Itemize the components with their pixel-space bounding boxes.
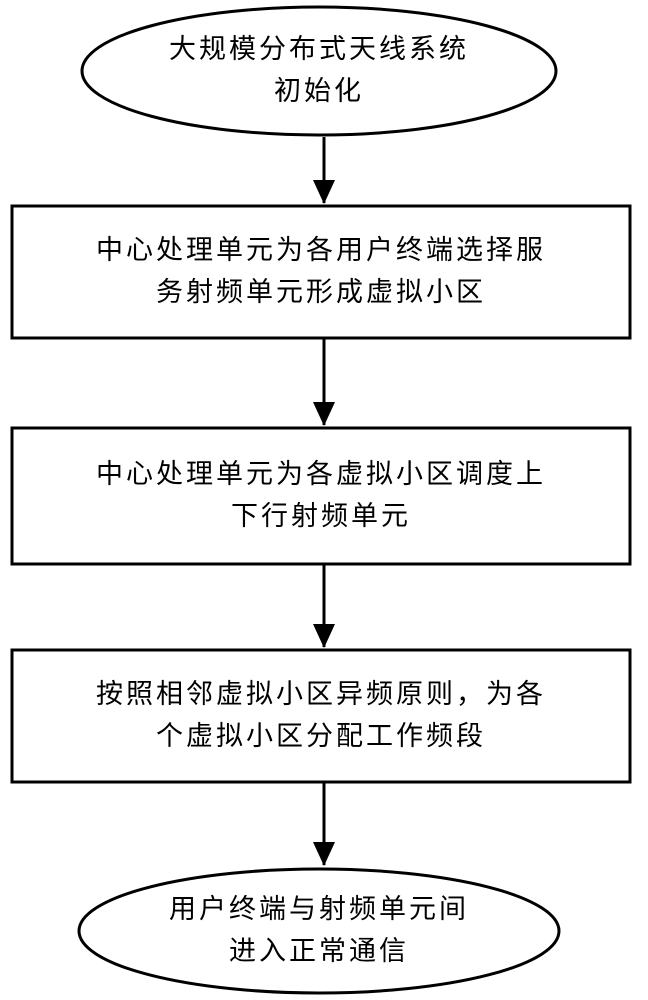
- start-text-line-2: 初始化: [274, 76, 364, 107]
- step-3-process: 按照相邻虚拟小区异频原则，为各 个虚拟小区分配工作频段: [12, 650, 630, 782]
- end-terminator: 用户终端与射频单元间 进入正常通信: [78, 868, 560, 994]
- step-2-text-line-2: 下行射频单元: [231, 501, 411, 532]
- start-text-line-1: 大规模分布式天线系统: [169, 34, 469, 66]
- end-text-line-1: 用户终端与射频单元间: [169, 894, 469, 926]
- arrowhead-1: [313, 180, 335, 204]
- end-text-line-2: 进入正常通信: [229, 936, 409, 967]
- start-terminator-shape: [80, 5, 558, 137]
- step-1-text-line-1: 中心处理单元为各用户终端选择服: [96, 235, 546, 267]
- step-1-process: 中心处理单元为各用户终端选择服 务射频单元形成虚拟小区: [12, 206, 630, 338]
- step-3-box: [10, 648, 632, 784]
- step-1-box: [10, 204, 632, 340]
- step-3-text-line-1: 按照相邻虚拟小区异频原则，为各: [96, 679, 546, 711]
- arrowhead-4: [313, 842, 335, 866]
- start-terminator: 大规模分布式天线系统 初始化: [80, 6, 558, 136]
- end-terminator-shape: [77, 867, 561, 995]
- arrowhead-2: [313, 402, 335, 426]
- arrowhead-3: [313, 624, 335, 648]
- step-3-text-line-2: 个虚拟小区分配工作频段: [156, 721, 486, 752]
- step-1-text-line-2: 务射频单元形成虚拟小区: [156, 277, 486, 308]
- step-2-box: [10, 426, 632, 566]
- step-2-text-line-1: 中心处理单元为各虚拟小区调度上: [96, 459, 546, 491]
- step-2-process: 中心处理单元为各虚拟小区调度上 下行射频单元: [12, 428, 630, 564]
